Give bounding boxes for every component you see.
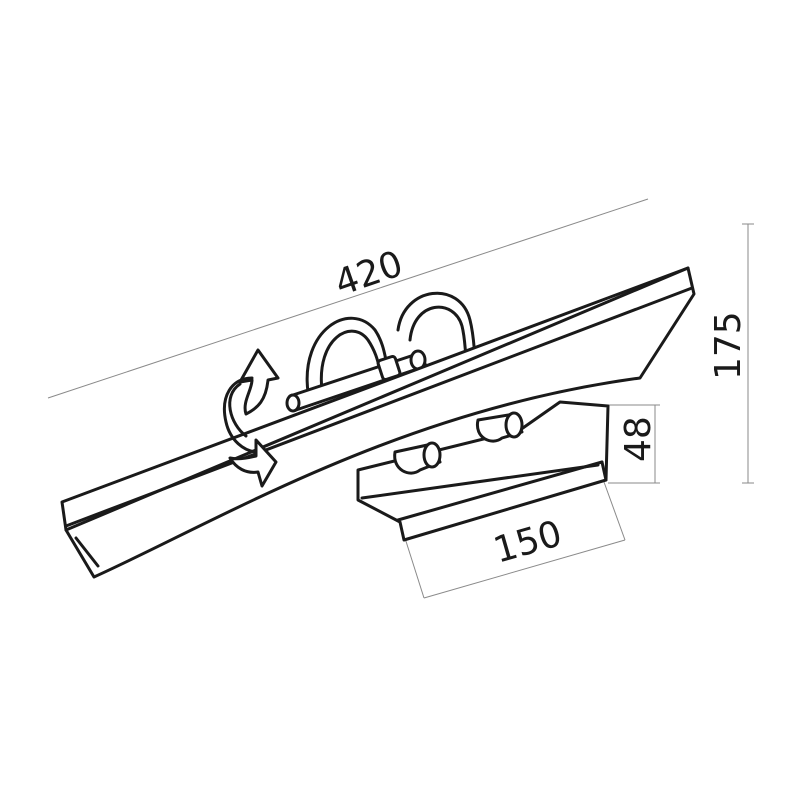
hinge-cap-left — [285, 393, 301, 413]
support-rod-right — [475, 411, 524, 443]
hinge-tube — [285, 349, 428, 413]
depth-label: 48 — [618, 416, 659, 462]
height-label: 175 — [708, 311, 749, 380]
dimension-lines — [47, 198, 754, 599]
width-label: 150 — [489, 513, 566, 571]
width-extension-right — [603, 481, 626, 541]
lamp-arm — [60, 266, 696, 579]
length-dimension-line — [47, 198, 649, 399]
wall-mount-base — [356, 400, 610, 542]
length-label: 420 — [330, 243, 408, 304]
support-rod-left — [393, 441, 442, 475]
width-extension-left — [403, 534, 425, 599]
rotate-arrow-icon — [223, 348, 280, 488]
width-dimension-line — [423, 539, 626, 599]
